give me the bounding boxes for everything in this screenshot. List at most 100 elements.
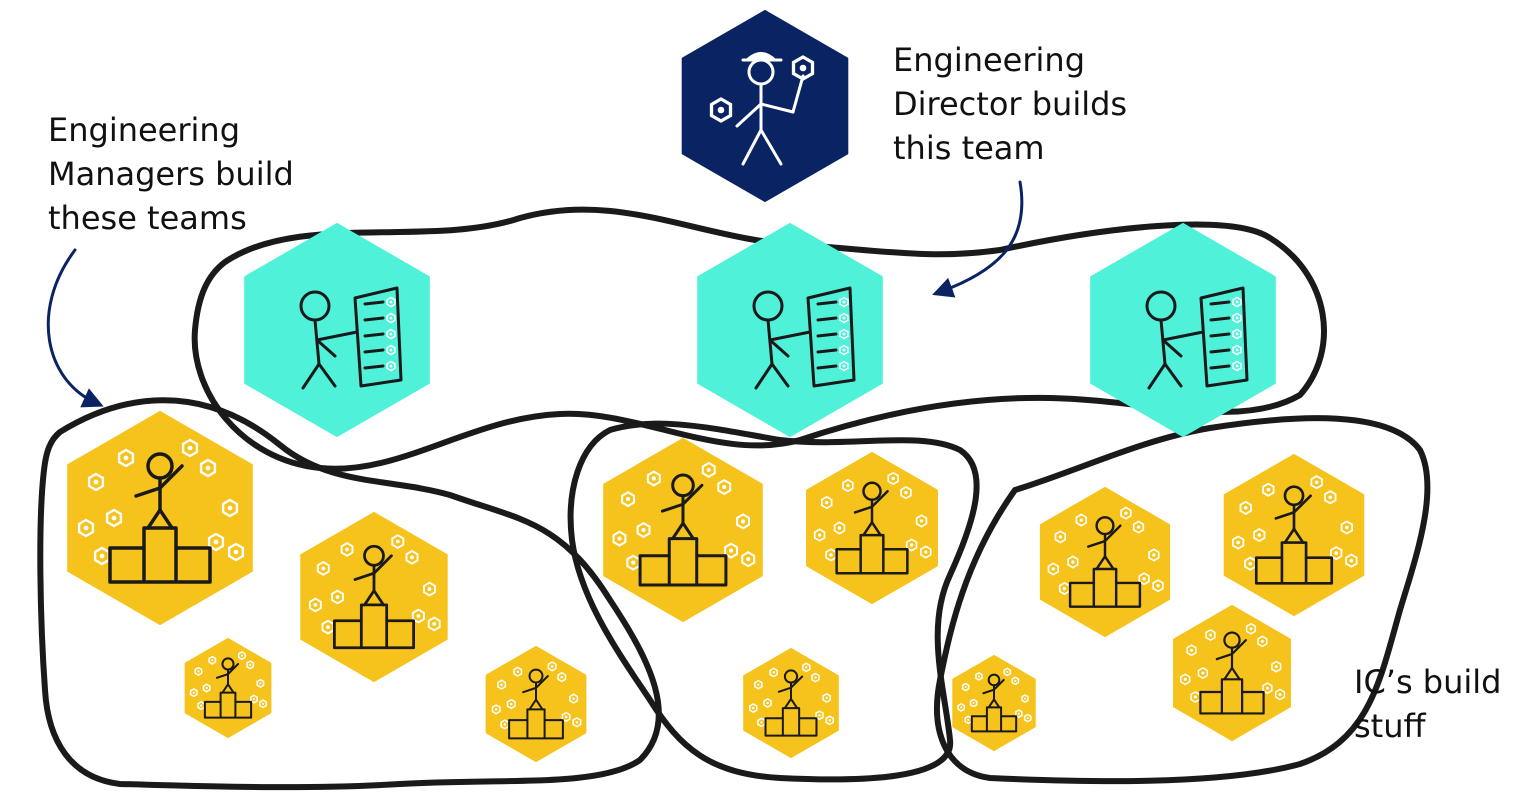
hex-logo-icon xyxy=(199,458,217,478)
hex-logo-icon xyxy=(189,688,198,698)
managers-label: Engineering Managers build these teams xyxy=(48,108,294,240)
hex-logo-icon xyxy=(87,472,105,492)
hex-logo-icon xyxy=(411,608,425,624)
hex-logo-icon xyxy=(815,710,824,721)
hex-logo-icon xyxy=(572,717,582,728)
hex-logo-icon xyxy=(839,296,849,308)
hex-logo-icon xyxy=(1231,535,1245,550)
hex-logo-icon xyxy=(769,667,778,678)
stick-figure-on-podium-icon xyxy=(764,669,818,737)
hex-logo-icon xyxy=(957,703,966,712)
hex-logo-icon xyxy=(1075,513,1087,527)
hex-logo-icon xyxy=(1132,520,1145,534)
hex-logo-icon xyxy=(386,296,396,308)
hex-logo-icon xyxy=(427,616,441,632)
hex-logo-icon xyxy=(340,541,354,557)
hex-logo-icon xyxy=(386,328,396,340)
hex-logo-icon xyxy=(1138,572,1150,586)
hex-logo-icon xyxy=(900,486,912,500)
director-team-outline xyxy=(191,206,1327,472)
hex-logo-icon xyxy=(1054,530,1067,544)
hex-logo-icon xyxy=(569,693,579,704)
hex-logo-icon xyxy=(1262,682,1273,695)
hex-logo-icon xyxy=(1340,520,1354,535)
stick-figure-on-podium-icon xyxy=(638,473,728,587)
ic-hexagon-6 xyxy=(806,452,938,604)
hex-logo-icon xyxy=(646,470,661,487)
hex-logo-icon xyxy=(256,678,265,688)
hex-logo-icon xyxy=(839,360,849,372)
director-hexagon xyxy=(681,10,849,202)
ic-team-1-outline xyxy=(37,397,662,791)
ic-hexagon-4 xyxy=(485,646,587,762)
director-label-line-3: this team xyxy=(893,129,1045,167)
managers-label-line-2: Managers build xyxy=(48,155,294,193)
hex-logo-icon xyxy=(207,532,225,552)
director-label-line-2: Director builds xyxy=(893,85,1128,123)
hex-logo-icon xyxy=(842,478,854,493)
hex-logo-icon xyxy=(1232,328,1242,340)
stick-figure-on-podium-icon xyxy=(1199,631,1265,715)
hex-logo-icon xyxy=(1345,553,1358,568)
hex-logo-icon xyxy=(506,698,516,710)
stick-figure-on-podium-icon xyxy=(203,657,253,719)
hex-logo-icon xyxy=(386,344,396,356)
hex-logo-icon xyxy=(1232,344,1242,356)
hex-logo-icon xyxy=(820,495,833,510)
hex-logo-icon xyxy=(1274,688,1286,701)
ic-team-2-outline xyxy=(567,420,980,783)
hex-logo-icon xyxy=(1253,527,1266,543)
stick-figure-on-podium-icon xyxy=(970,673,1018,733)
hex-logo-icon xyxy=(237,651,246,661)
hex-logo-icon xyxy=(1324,490,1337,505)
stick-figure-on-podium-icon xyxy=(108,452,212,584)
hex-logo-icon xyxy=(961,682,970,692)
ic-hexagon-3 xyxy=(184,638,272,738)
stick-figure-on-podium-icon xyxy=(835,481,909,575)
hex-logo-icon xyxy=(709,97,733,123)
hex-logo-icon xyxy=(1003,667,1012,677)
hex-logo-icon xyxy=(621,491,636,508)
hex-logo-icon xyxy=(1232,296,1242,308)
hex-logo-icon xyxy=(724,542,739,559)
hex-logo-icon xyxy=(513,666,523,677)
nodes-layer xyxy=(67,10,1365,762)
hex-logo-icon xyxy=(822,692,831,703)
manager-hexagon-3 xyxy=(1090,223,1276,437)
hex-logo-icon xyxy=(208,655,217,665)
hex-logo-icon xyxy=(1120,506,1132,520)
hex-logo-icon xyxy=(905,538,918,552)
hex-logo-icon xyxy=(181,438,199,458)
hex-logo-icon xyxy=(1186,644,1197,657)
stick-figure-with-checklist-icon xyxy=(1145,286,1249,390)
ic-hexagon-7 xyxy=(743,648,839,758)
hex-logo-icon xyxy=(887,471,899,486)
hex-logo-icon xyxy=(1015,709,1023,719)
hex-logo-icon xyxy=(391,534,405,550)
hex-logo-icon xyxy=(1232,312,1242,324)
hex-logo-icon xyxy=(915,514,928,528)
hex-logo-icon xyxy=(105,508,123,528)
ic-team-3-outline xyxy=(934,415,1431,785)
hex-logo-icon xyxy=(117,448,135,468)
hex-logo-icon xyxy=(491,704,501,715)
stick-figure-with-checklist-icon xyxy=(299,286,403,390)
hex-logo-icon xyxy=(736,513,751,530)
hex-logo-icon xyxy=(825,715,834,726)
ic-hexagon-8 xyxy=(1039,487,1171,637)
hex-logo-icon xyxy=(1011,676,1020,686)
hex-logo-icon xyxy=(259,699,268,709)
stick-figure-on-podium-icon xyxy=(1068,516,1142,608)
hex-logo-icon xyxy=(1330,546,1343,561)
hex-logo-icon xyxy=(77,518,95,538)
ic-label: IC’s build stuff xyxy=(1354,660,1501,748)
hex-logo-icon xyxy=(386,360,396,372)
hex-logo-icon xyxy=(839,312,849,324)
hex-logo-icon xyxy=(1271,660,1282,673)
stick-figure-with-checklist-icon xyxy=(752,286,856,390)
hex-logo-icon xyxy=(557,671,567,683)
manager-hexagon-1 xyxy=(244,223,430,437)
hex-logo-icon xyxy=(1232,360,1242,372)
hex-logo-icon xyxy=(246,660,255,670)
hex-logo-icon xyxy=(1180,673,1191,686)
